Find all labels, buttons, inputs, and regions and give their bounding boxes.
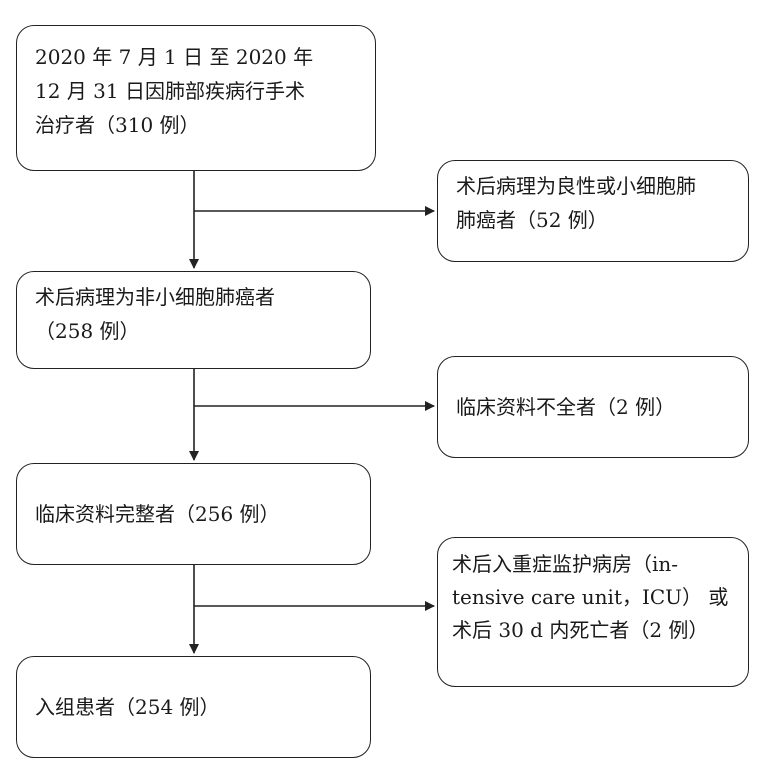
box-exclusion-benign-or-sclc: 术后病理为良性或小细胞肺 肺癌者（52 例） bbox=[437, 160, 749, 262]
box-text-line: 临床资料不全者（2 例） bbox=[456, 395, 676, 419]
box-text-line: 入组患者（254 例） bbox=[35, 695, 220, 719]
box-text-line: 术后 30 d 内死亡者（2 例） bbox=[452, 618, 709, 642]
box-text-line: 12 月 31 日因肺部疾病行手术 bbox=[35, 79, 305, 103]
box-text-line: tensive care unit，ICU） 或 bbox=[452, 585, 729, 609]
box-text-line: 治疗者（310 例） bbox=[35, 113, 200, 137]
box-text-line: 术后病理为良性或小细胞肺 bbox=[456, 174, 696, 198]
box-text-line: （258 例） bbox=[35, 319, 140, 343]
box-text-line: 肺癌者（52 例） bbox=[456, 208, 608, 232]
box-nsclc-cohort: 术后病理为非小细胞肺癌者 （258 例） bbox=[16, 271, 371, 369]
box-text-line: 术后入重症监护病房（in- bbox=[452, 552, 679, 576]
box-text-line: 术后病理为非小细胞肺癌者 bbox=[35, 285, 275, 309]
box-complete-data-cohort: 临床资料完整者（256 例） bbox=[16, 463, 371, 565]
box-initial-cohort: 2020 年 7 月 1 日 至 2020 年 12 月 31 日因肺部疾病行手… bbox=[16, 25, 376, 171]
box-exclusion-icu-or-death: 术后入重症监护病房（in- tensive care unit，ICU） 或 术… bbox=[437, 537, 749, 687]
box-text-line: 2020 年 7 月 1 日 至 2020 年 bbox=[35, 45, 314, 69]
box-exclusion-incomplete-data: 临床资料不全者（2 例） bbox=[437, 356, 749, 458]
box-enrolled-patients: 入组患者（254 例） bbox=[16, 656, 371, 758]
box-text-line: 临床资料完整者（256 例） bbox=[35, 502, 280, 526]
